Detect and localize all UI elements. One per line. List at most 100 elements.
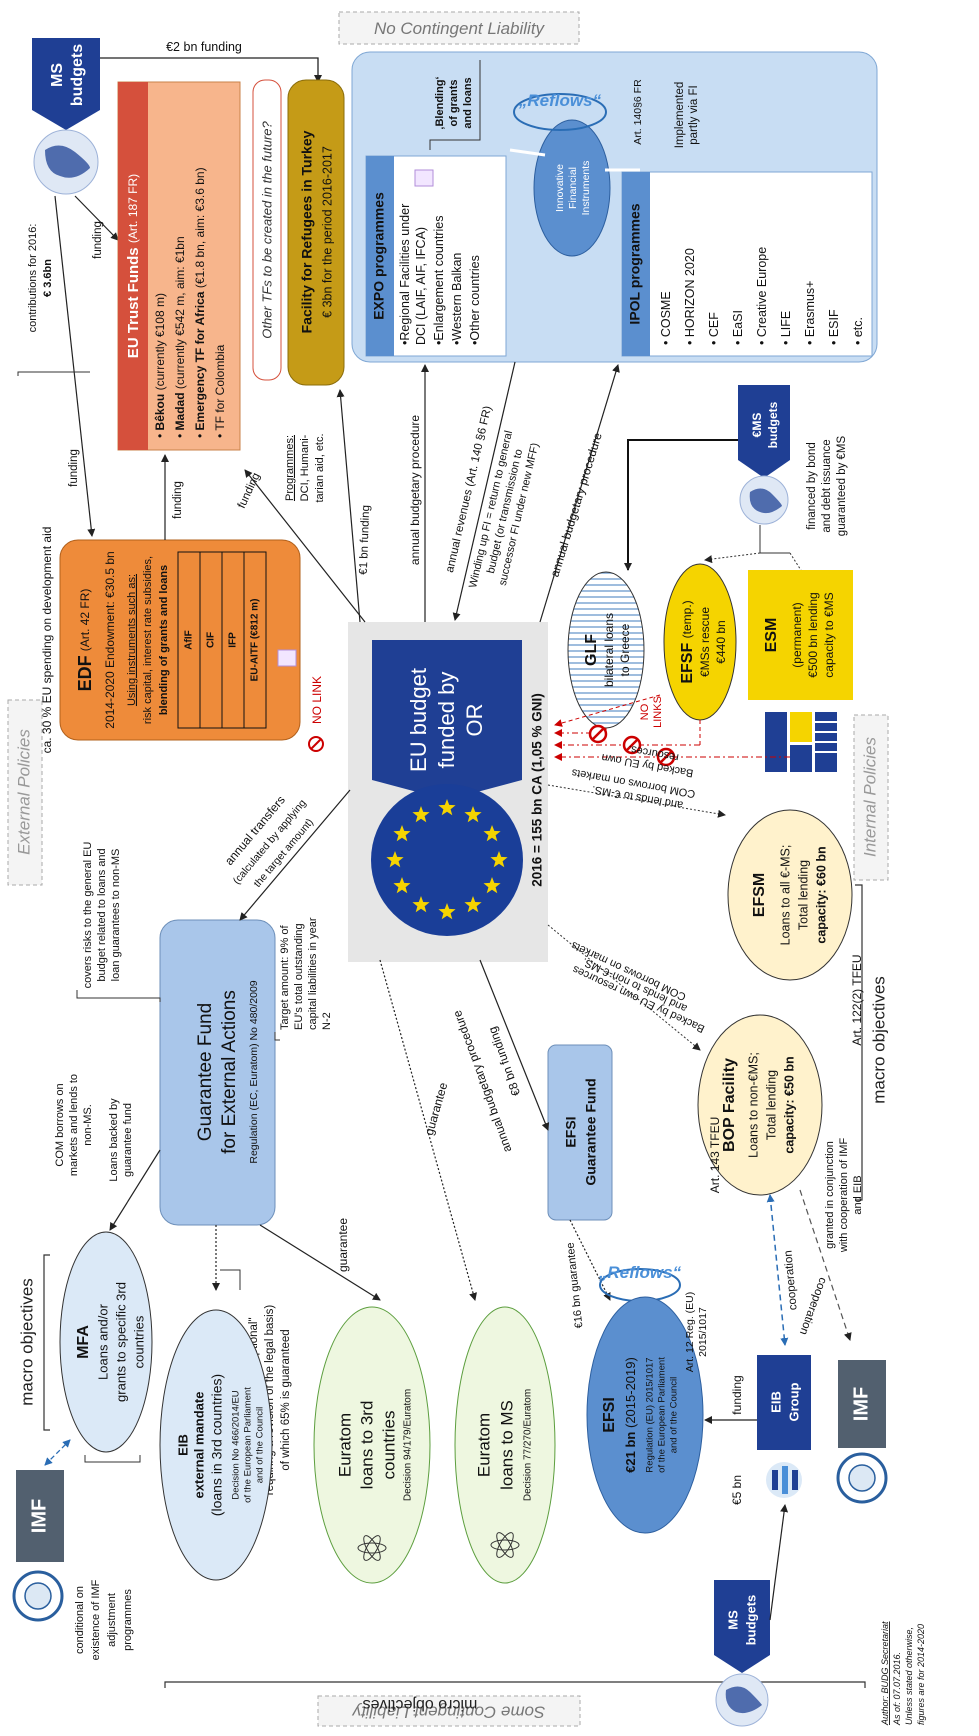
edf-box[interactable]: EDF (Art. 42 FR) 2014-2020 Endowment: €3… [59, 539, 301, 741]
eib-external-node[interactable]: EIB external mandate (loans in 3rd count… [159, 1309, 273, 1581]
esm-line-1: (permanent) [790, 602, 804, 667]
funding-label-a: funding [92, 221, 104, 259]
eu-star-icon [393, 825, 411, 842]
logo-icon [414, 169, 434, 187]
ipol-item-3: • EaSI [731, 310, 745, 345]
one-bn-funding-label: €1 bn funding [358, 505, 372, 575]
esm-line-3: capacity to €MS [822, 592, 836, 677]
eu-star-icon [490, 851, 508, 868]
glf-node[interactable]: GLF bilateral loans to Greece [567, 571, 645, 729]
gfea-target-0: Target amount: 9% of [279, 924, 291, 1030]
euratom-3rd-node[interactable]: Euratom loans to 3rd countries Decision … [313, 1306, 431, 1584]
gfea-line-2: for External Actions [219, 990, 240, 1154]
edf-bar-label-0: AfIF [184, 630, 195, 649]
mfa-line-1: Loans and/or [95, 1303, 110, 1380]
bop-granted-2: and EIB [852, 1175, 864, 1214]
ms-top-line-2: budgets [69, 44, 86, 106]
eu-budget-ca: 2016 = 155 bn CA (1,05 % GNI) [530, 693, 545, 886]
annual-budgetary-label-1: annual budgetary procedure [408, 415, 422, 565]
esm-line-2: €500 bn lending [806, 592, 820, 677]
eu-flag-icon [371, 784, 523, 936]
other-tfs-box[interactable]: Other TFs to be created in the future? [252, 79, 282, 381]
efsm-title: EFSM [751, 873, 768, 917]
ipol-item-1: • HORIZON 2020 [683, 248, 697, 345]
eu-star-icon [386, 851, 404, 868]
funding-2bn-label: €2 bn funding [166, 40, 242, 54]
edf-using: Using instruments such as: [126, 574, 138, 706]
eib-group[interactable]: EIB Group [757, 1355, 811, 1498]
frame-labels: No Contingent Liability Some Contingent … [7, 11, 889, 1727]
gfea-bg [159, 919, 276, 1226]
eu-budget-center[interactable]: EU budget funded by OR 2016 = 155 bn CA … [348, 622, 548, 962]
gfea-box[interactable]: Guarantee Fund for External Actions Regu… [159, 919, 276, 1226]
ifi-node[interactable]: Innovative Financial Instruments [533, 119, 611, 257]
ipol-bg [621, 171, 873, 357]
mfa-ellipse [59, 1231, 153, 1453]
five-bn-label: €5 bn [730, 1475, 744, 1505]
euratom3-decision: Decision 94/179/Euratom [403, 1389, 414, 1501]
ipol-box[interactable]: IPOL programmes • COSME • HORIZON 2020 •… [621, 171, 873, 357]
ipol-item-8: • etc. [851, 317, 865, 345]
some-contingent-label: Some Contingent Liability [351, 1703, 545, 1722]
mfa-title: MFA [75, 1325, 92, 1359]
eu-budget-banner [372, 640, 522, 800]
efsi-title: EFSI [601, 1397, 618, 1433]
ms-budgets-top[interactable]: MS budgets [32, 38, 100, 195]
efsi-node[interactable]: EFSI €21 bn (2015-2019) Regulation (EU) … [586, 1296, 704, 1534]
expo-header [366, 156, 394, 356]
eib-ext-d2: of the European Parliament [243, 1387, 254, 1503]
trust-fund-item-2: • Emergency TF for Africa (€1.8 bn, aim:… [193, 167, 207, 438]
mfa-node[interactable]: MFA Loans and/or grants to specific 3rd … [59, 1231, 153, 1453]
trust-funds-header [118, 82, 148, 450]
eu-star-icon [483, 825, 501, 842]
efsi-ellipse [586, 1296, 704, 1534]
funding-label-c: funding [236, 471, 263, 510]
efsi-reg-2: of the European Parliament [657, 1357, 668, 1473]
facility-turkey-box[interactable]: Facility for Refugees in Turkey € 3bn fo… [287, 79, 345, 386]
ms-top-line-1: MS [49, 63, 66, 87]
bop-node[interactable]: BOP Facility Loans to non-€MS; Total len… [697, 1014, 823, 1196]
edf-risk: risk capital, interest rate subsidies, [142, 556, 154, 724]
other-tfs-bg [252, 79, 282, 381]
euratom-ms-node[interactable]: Euratom loans to MS Decision 77/270/Eura… [454, 1306, 556, 1584]
efsm-node[interactable]: EFSM Loans to all €-MS; Total lending ca… [727, 809, 864, 1046]
efsm-line-3: capacity: €60 bn [814, 846, 828, 943]
efsm-line-2: Total lending [796, 860, 810, 930]
eu-star-icon [464, 896, 482, 913]
trust-fund-item-0: • Bêkou (currently €108 m) [153, 293, 167, 438]
ms-banner-top [32, 38, 100, 130]
ifi-line-0: Innovative [554, 164, 566, 212]
efsi-gf-box[interactable]: EFSI Guarantee Fund [547, 1044, 613, 1221]
euratomms-ellipse [454, 1306, 556, 1584]
efsf-node[interactable]: EFSF (temp.) €MSs rescue €440 bn [663, 563, 737, 721]
eu-star-icon [412, 806, 430, 823]
ipol-item-7: • ESIF [827, 309, 841, 345]
eu-budget-line-3: OR [462, 704, 487, 737]
atom-icon [357, 1535, 387, 1561]
ifi-line-2: Instruments [580, 161, 592, 216]
eu-star-icon [483, 877, 501, 894]
author-line-1: As of: 07.07.2016. [892, 1652, 902, 1726]
em-budgets[interactable]: €MS budgets financed by bond and debt is… [624, 385, 848, 601]
author-line-3: figures are for 2014-2020 [916, 1624, 926, 1725]
eu-star-icon [393, 877, 411, 894]
bop-title: BOP Facility [721, 1058, 738, 1152]
mfa-line-3: countries [131, 1315, 146, 1368]
funding-eib-label: funding [730, 1375, 744, 1414]
edf-bar-label-1: CIF [206, 632, 217, 648]
macro-objectives-left: macro objectives [17, 1278, 36, 1406]
ms-budgets-bottom[interactable]: MS budgets [714, 1580, 770, 1727]
no-contingent-box [338, 11, 580, 45]
eu-stars-icon [386, 799, 508, 920]
esm-node[interactable]: ESM (permanent) €500 bn lending capacity… [748, 570, 853, 790]
ipol-item-0: • COSME [659, 291, 673, 345]
expo-box[interactable]: EXPO programmes •Regional Facilities und… [365, 155, 507, 357]
efsi-gf-line-1: EFSI [563, 1116, 579, 1147]
ipol-title: IPOL programmes [627, 203, 643, 324]
efsi-reg-3: and of the Council [669, 1377, 680, 1454]
imf-right[interactable]: IMF [836, 1360, 888, 1504]
gfea-target-3: N-2 [321, 1012, 333, 1030]
no-links-line-0: NO [639, 703, 651, 720]
imf-left[interactable]: IMF [12, 1470, 64, 1622]
trust-funds-box[interactable]: EU Trust Funds (Art. 187 FR) • Bêkou (cu… [117, 81, 241, 451]
